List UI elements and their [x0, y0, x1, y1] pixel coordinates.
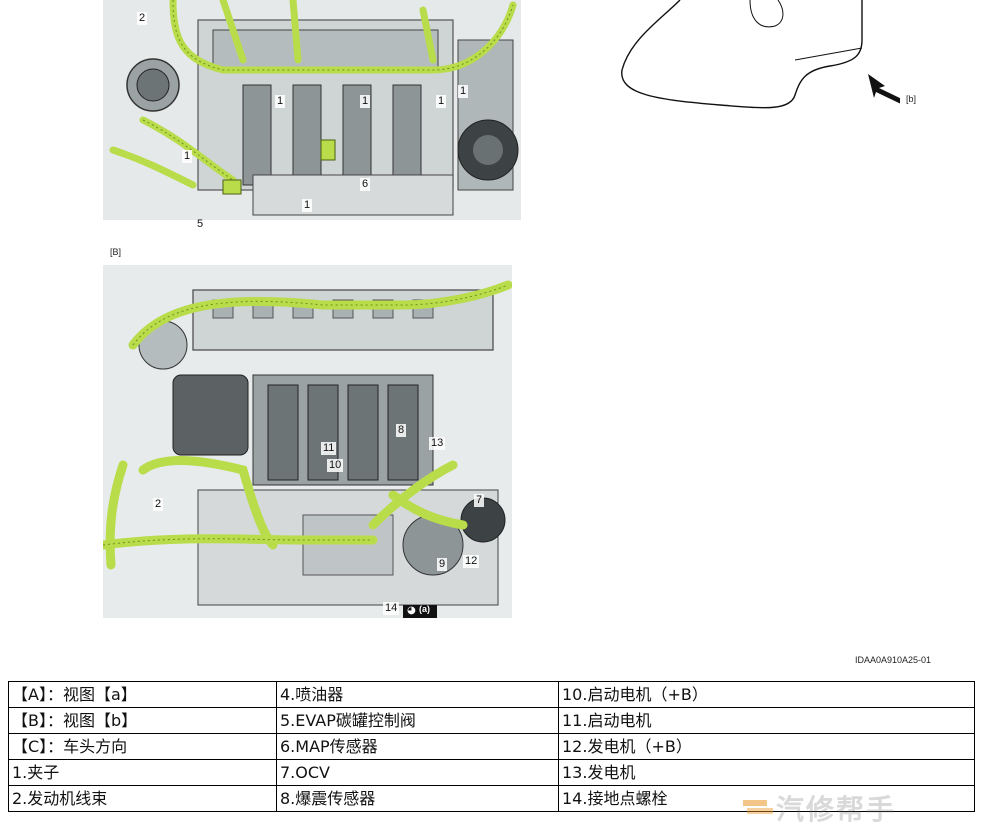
- engine-figure-a: 2 1 1 1 1 1 6 1: [103, 0, 521, 220]
- engine-b-illustration: [103, 265, 512, 618]
- legend-cell: 11.启动电机: [558, 707, 975, 734]
- legend-row: 2.发动机线束 8.爆震传感器 14.接地点螺栓: [8, 785, 975, 812]
- legend-cell: 13.发电机: [558, 759, 975, 786]
- legend-row: 1.夹子 7.OCV 13.发电机: [8, 759, 975, 786]
- arrow-b-label: [b]: [906, 94, 917, 104]
- callout-a-2: 2: [137, 12, 148, 25]
- engine-a-illustration: [103, 0, 521, 220]
- callout-a-1: 1: [182, 150, 193, 163]
- callout-a-1: 1: [302, 199, 313, 212]
- watermark-text: 汽修帮手: [776, 793, 897, 826]
- callout-b-13: 13: [429, 437, 446, 450]
- legend-cell: 6.MAP传感器: [276, 733, 559, 760]
- callout-a-1: 1: [275, 95, 286, 108]
- figure-id: IDAA0A910A25-01: [855, 655, 932, 665]
- legend-cell: 8.爆震传感器: [276, 785, 559, 812]
- legend-cell: 14.接地点螺栓: [558, 785, 975, 812]
- callout-b-10: 10: [327, 459, 344, 472]
- callout-b-8: 8: [396, 424, 407, 437]
- callout-b-2: 2: [153, 498, 164, 511]
- tool-wrench-icon: ◕: [407, 605, 416, 616]
- watermark-logo-icon: [743, 800, 773, 814]
- legend-cell: 【C】：车头方向: [8, 733, 277, 760]
- view-b-arrow-icon: [868, 74, 904, 104]
- callout-b-12: 12: [463, 555, 480, 568]
- legend-cell: 10.启动电机（+B）: [558, 681, 975, 708]
- callout-b-11: 11: [321, 442, 337, 455]
- legend-cell: 1.夹子: [8, 759, 277, 786]
- vehicle-outline-illustration: [621, 0, 904, 109]
- callout-a-1: 1: [436, 95, 447, 108]
- legend-row: 【B】：视图【b】 5.EVAP碳罐控制阀 11.启动电机: [8, 707, 975, 734]
- vehicle-orientation-figure: [b]: [600, 0, 916, 120]
- legend-table: 【A】：视图【a】 4.喷油器 10.启动电机（+B） 【B】：视图【b】 5.…: [8, 681, 975, 812]
- callout-a-5: 5: [197, 218, 204, 230]
- tool-a-label: (a): [419, 604, 430, 614]
- legend-cell: 7.OCV: [276, 759, 559, 786]
- callout-a-1: 1: [360, 95, 371, 108]
- legend-cell: 4.喷油器: [276, 681, 559, 708]
- legend-row: 【A】：视图【a】 4.喷油器 10.启动电机（+B）: [8, 681, 975, 708]
- legend-cell: 【A】：视图【a】: [8, 681, 277, 708]
- callout-b-14: 14: [383, 602, 400, 615]
- legend-cell: 5.EVAP碳罐控制阀: [276, 707, 559, 734]
- callout-a-6: 6: [360, 178, 371, 191]
- legend-cell: 2.发动机线束: [8, 785, 277, 812]
- legend-cell: 12.发电机（+B）: [558, 733, 975, 760]
- legend-row: 【C】：车头方向 6.MAP传感器 12.发电机（+B）: [8, 733, 975, 760]
- legend-cell: 【B】：视图【b】: [8, 707, 277, 734]
- callout-b-7: 7: [474, 494, 485, 507]
- callout-a-1: 1: [458, 85, 469, 98]
- engine-figure-b: 2 11 10 8 13 7 9 12 14 ◕ (a): [103, 265, 512, 618]
- callout-b-9: 9: [437, 558, 448, 571]
- view-b-label: [B]: [110, 247, 122, 257]
